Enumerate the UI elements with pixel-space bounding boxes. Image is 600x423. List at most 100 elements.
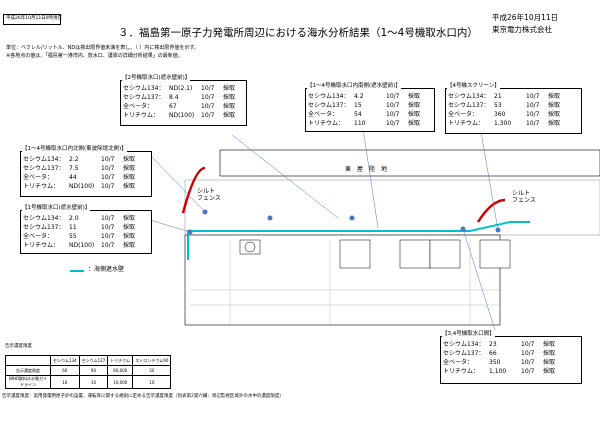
limits-cell: 10 [78,375,109,389]
sample-date: 10/7 [201,94,215,101]
sample-note: 採取 [408,111,421,118]
limits-cell: 10,000 [107,375,134,389]
nuclide-label: セシウム137： [443,350,485,357]
box-unit2-title: 【2号機取水口(遮水壁前)】 [122,75,191,82]
nuclide-value: 2.2 [69,156,79,163]
building-label: 東 屋 陸 地 [345,166,388,173]
sample-note: 採取 [223,103,236,110]
sample-date: 10/7 [386,111,400,118]
nuclide-label: 全ベータ： [448,111,479,118]
box-unit1-intake [20,210,152,254]
sample-note: 採取 [548,102,561,109]
page-title: ３．福島第一原子力発電所周辺における海水分析結果（1〜4号機取水口内） [118,27,478,39]
nuclide-label: セシウム134： [308,93,350,100]
sample-date: 10/7 [386,102,400,109]
box-unit14-north-title: 【1〜4号機取水口内北側(東波除堤北側)】 [22,146,127,153]
nuclide-value: 110 [354,120,366,127]
nuclide-label: トリチウム： [23,242,60,249]
nuclide-value: 55 [69,233,77,240]
limits-header: トリチウム [107,355,134,366]
limits-header: セシウム137 [78,355,109,366]
sample-date: 10/7 [521,341,535,348]
limits-cell: 60 [50,365,80,376]
nuclide-label: セシウム134： [23,156,65,163]
nuclide-label: 全ベータ： [23,174,54,181]
limits-header: セシウム134 [50,355,80,366]
box-unit14-south-title: 【1〜4号機取水口内南側(遮水壁前)】 [307,83,401,90]
footnote: 告示濃度限度：実用発電用原子炉の設置、運転等に関する規則に定める告示濃度限度（別… [2,394,284,399]
nuclide-value: 15 [354,102,362,109]
stamp-text: 平成26年10月11日0時現在 [6,16,63,21]
sample-note: 採取 [548,120,561,127]
intake-unit-2 [399,239,431,269]
nuclide-label: トリチウム： [23,183,60,190]
limits-header-row: セシウム134 セシウム137 トリチウム ストロンチウム90 [5,355,172,366]
sample-date: 10/7 [201,85,215,92]
intake-unit-1 [339,239,371,269]
nuclide-label: セシウム137： [23,165,65,172]
silt-fence-right [476,198,506,223]
sample-note: 採取 [123,156,136,163]
note-latest: ※各地点の値は、「福島第一港湾内、放水口、護岸の詳細分析結果」の最新値。 [6,53,183,59]
limits-cell: 30 [132,365,172,376]
sample-date: 10/7 [526,93,540,100]
nuclide-value: 1,300 [494,120,512,127]
nuclide-value: 54 [354,111,362,118]
barrier-legend-swatch [70,270,84,272]
limits-header: ストロンチウム90 [132,355,172,366]
nuclide-value: ND(100) [169,112,195,119]
limits-cell: 90 [78,365,109,376]
sea-barrier-line [187,221,530,260]
limits-table: セシウム134 セシウム137 トリチウム ストロンチウム90 告示濃度限度 6… [5,355,172,389]
sample-date: 10/7 [101,215,115,222]
box-unit34-title: 【3,4号機取水口間】 [442,331,495,338]
building-block [219,149,600,177]
sample-date: 10/7 [101,165,115,172]
nuclide-label: 全ベータ： [443,359,474,366]
limits-cell: 60,000 [107,365,134,376]
box-unit4-screen [445,88,582,134]
nuclide-value: 67 [169,103,177,110]
sample-date: 10/7 [526,111,540,118]
sample-date: 10/7 [521,350,535,357]
sample-date: 10/7 [101,183,115,190]
sample-note: 採取 [123,215,136,222]
nuclide-label: トリチウム： [448,120,485,127]
nuclide-value: 7.5 [69,165,79,172]
tank-circle [244,241,256,253]
box-unit14-south [305,88,435,132]
nuclide-label: セシウム134： [123,85,165,92]
sample-date: 10/7 [101,174,115,181]
limits-header [5,355,51,366]
nuclide-label: 全ベータ： [308,111,339,118]
sample-date: 10/7 [101,233,115,240]
sample-date: 10/7 [201,112,215,119]
nuclide-label: セシウム137： [123,94,165,101]
nuclide-label: セシウム137： [448,102,490,109]
limits-cell: 10 [132,375,172,389]
limits-cell: 10 [50,375,80,389]
nuclide-label: トリチウム： [123,112,160,119]
sample-note: 採取 [543,350,556,357]
box-unit34 [440,336,582,384]
nuclide-label: セシウム134： [448,93,490,100]
nuclide-label: セシウム137： [23,224,65,231]
limits-cell: 告示濃度限度 [5,365,51,376]
nuclide-label: トリチウム： [308,120,345,127]
sample-date: 10/7 [521,359,535,366]
nuclide-value: ND(2.1) [169,85,193,92]
sample-date: 10/7 [526,120,540,127]
nuclide-label: セシウム137： [308,102,350,109]
company-name: 東京電力株式会社 [492,25,552,34]
silt-fence-left [181,166,206,214]
nuclide-label: 全ベータ： [123,103,154,110]
sample-note: 採取 [408,102,421,109]
nuclide-label: 全ベータ： [23,233,54,240]
limits-row: 告示濃度限度 60 90 60,000 30 [5,365,172,376]
sample-date: 10/7 [386,120,400,127]
intake-unit-4 [479,239,511,269]
box-unit14-north [20,151,152,197]
nuclide-label: セシウム134： [443,341,485,348]
box-unit4-screen-title: 【4号機スクリーン】 [447,83,500,90]
nuclide-value: 350 [489,359,501,366]
